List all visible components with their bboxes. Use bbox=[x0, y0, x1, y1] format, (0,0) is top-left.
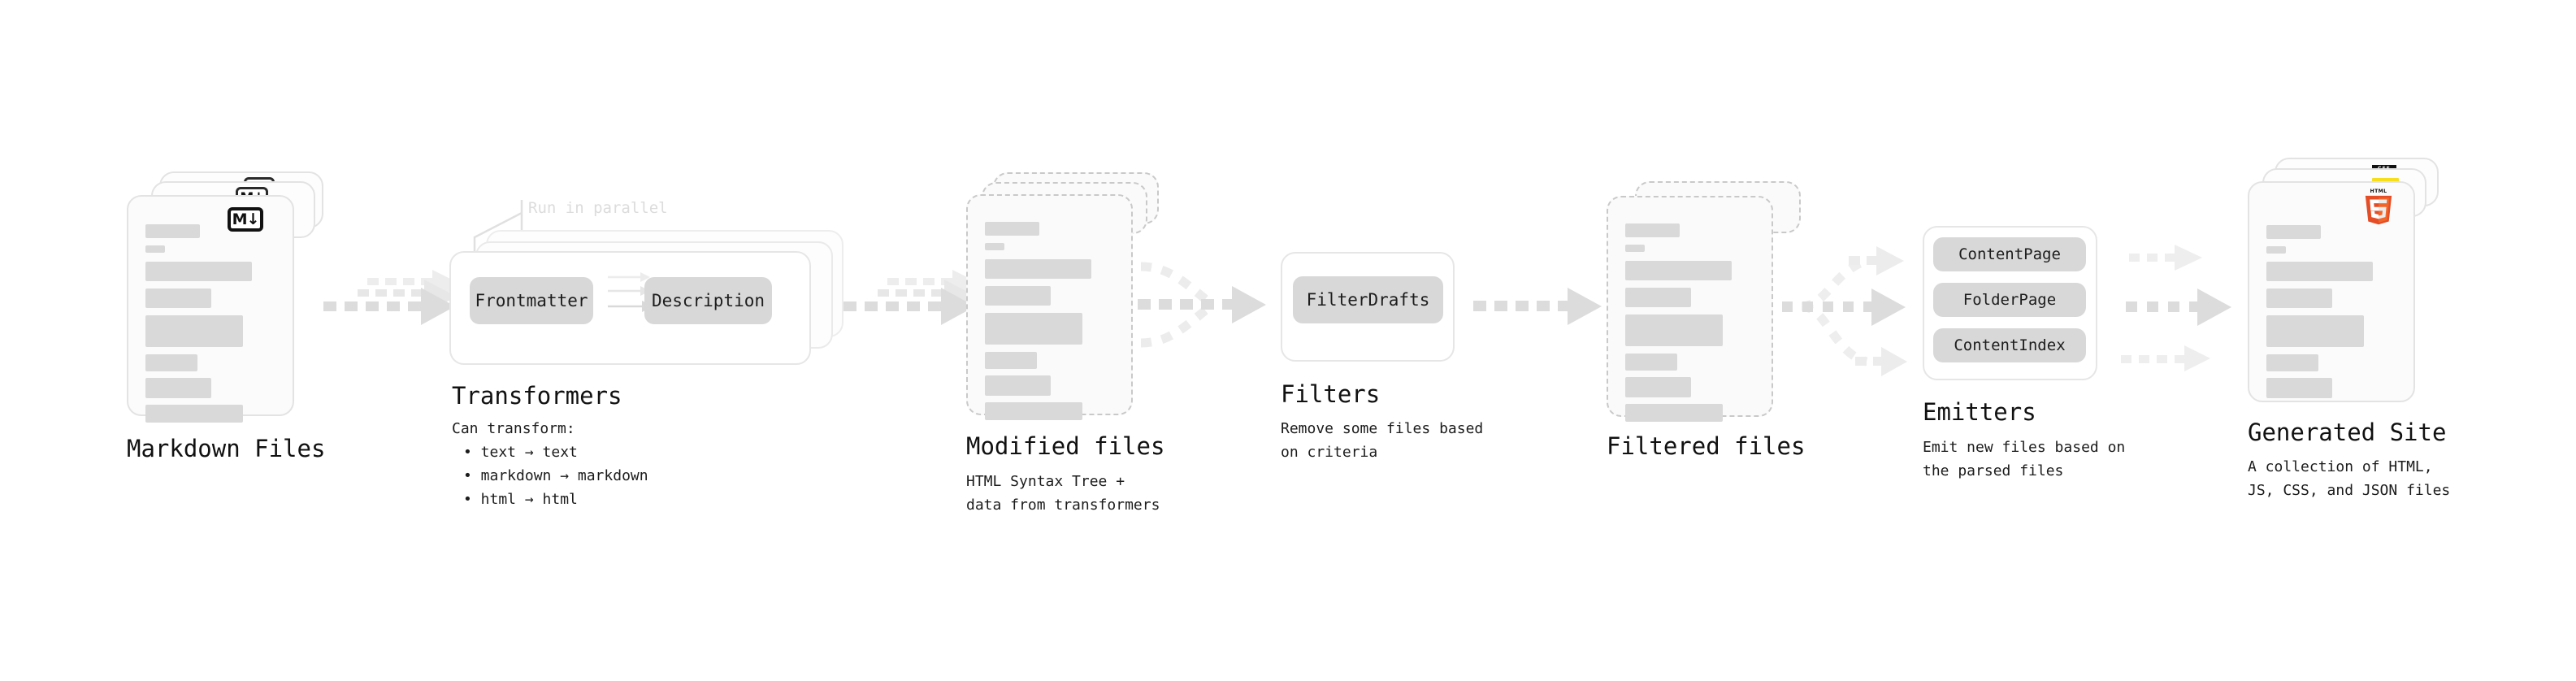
doc-line bbox=[1625, 377, 1691, 397]
doc-line bbox=[1625, 288, 1691, 307]
markdown-icon-label: M bbox=[232, 210, 248, 228]
stage-subtitle-modified-files: HTML Syntax Tree + data from transformer… bbox=[966, 473, 1160, 514]
doc-line bbox=[985, 352, 1037, 369]
doc-line bbox=[145, 262, 252, 281]
svg-text:HTML: HTML bbox=[2370, 189, 2387, 194]
stage-title-modified-files: Modified files bbox=[966, 432, 1165, 460]
doc-line bbox=[145, 245, 165, 253]
stage-title-emitters: Emitters bbox=[1923, 398, 2036, 426]
stage-subtitle-filters: Remove some files based on criteria bbox=[1281, 420, 1484, 462]
doc-line bbox=[2266, 354, 2318, 371]
transformers-bullet-item: • html → html bbox=[463, 491, 578, 509]
markdown-icon: M↓ bbox=[228, 207, 263, 232]
connector-transformers-to-modified bbox=[843, 270, 983, 325]
doc-line bbox=[145, 405, 243, 423]
filtered-file-card-front bbox=[1607, 196, 1773, 422]
stage-title-filters: Filters bbox=[1281, 380, 1381, 408]
doc-line bbox=[2266, 315, 2364, 347]
doc-line bbox=[985, 402, 1082, 420]
connector-md-to-transformers bbox=[323, 270, 463, 325]
connector-filtered-to-emitters bbox=[1782, 246, 1907, 376]
doc-line bbox=[145, 315, 243, 347]
stage-subtitle-emitters: Emit new files based on the parsed files bbox=[1923, 439, 2126, 480]
modified-file-card-front bbox=[966, 194, 1133, 420]
doc-line bbox=[145, 354, 197, 371]
transformers-bullet-item: • markdown → markdown bbox=[463, 467, 648, 485]
doc-line bbox=[1625, 261, 1732, 280]
connector-filters-to-filtered bbox=[1473, 288, 1602, 325]
doc-line bbox=[985, 313, 1082, 345]
doc-line bbox=[985, 375, 1051, 396]
transformer-chip-description[interactable]: Description bbox=[644, 277, 772, 324]
filter-chip-filterdrafts[interactable]: FilterDrafts bbox=[1293, 276, 1443, 323]
site-file-card-html bbox=[2248, 181, 2415, 402]
doc-line bbox=[145, 288, 211, 308]
doc-line bbox=[985, 222, 1039, 236]
doc-line bbox=[1625, 314, 1723, 346]
doc-line bbox=[2266, 262, 2373, 281]
transformers-bullet-list: Can transform: • text → text • markdown … bbox=[452, 417, 648, 512]
transformers-bullet-item: • text → text bbox=[463, 444, 578, 462]
doc-line bbox=[145, 378, 211, 398]
connector-modified-to-filters bbox=[1138, 262, 1266, 348]
html5-icon: HTML bbox=[2365, 189, 2392, 225]
doc-line bbox=[1625, 245, 1645, 252]
doc-line bbox=[145, 224, 200, 238]
stage-title-generated-site: Generated Site bbox=[2248, 419, 2447, 446]
doc-line bbox=[985, 259, 1091, 279]
markdown-arrow-glyph: ↓ bbox=[246, 210, 260, 228]
doc-line bbox=[1625, 354, 1677, 371]
doc-line bbox=[2266, 288, 2332, 308]
emitter-chip-folderpage[interactable]: FolderPage bbox=[1933, 283, 2086, 317]
doc-line bbox=[2266, 378, 2332, 398]
emitter-chip-contentindex[interactable]: ContentIndex bbox=[1933, 328, 2086, 362]
stage-subtitle-generated-site: A collection of HTML, JS, CSS, and JSON … bbox=[2248, 458, 2451, 500]
stage-title-markdown-files: Markdown Files bbox=[127, 435, 326, 462]
markdown-file-card-front bbox=[127, 195, 294, 423]
doc-line bbox=[2266, 225, 2321, 239]
emitter-chip-contentpage[interactable]: ContentPage bbox=[1933, 237, 2086, 271]
doc-line bbox=[1625, 223, 1680, 237]
doc-line bbox=[985, 286, 1051, 306]
stage-title-filtered-files: Filtered files bbox=[1607, 432, 1806, 460]
run-in-parallel-label: Run in parallel bbox=[528, 199, 668, 217]
doc-line bbox=[985, 243, 1004, 250]
connector-emitters-to-site bbox=[2121, 245, 2231, 371]
transformer-chip-frontmatter[interactable]: Frontmatter bbox=[470, 277, 593, 324]
transformers-bullets-label: Can transform: bbox=[452, 420, 575, 437]
doc-line bbox=[2266, 246, 2286, 254]
doc-line bbox=[1625, 404, 1723, 422]
stage-title-transformers: Transformers bbox=[452, 382, 622, 410]
